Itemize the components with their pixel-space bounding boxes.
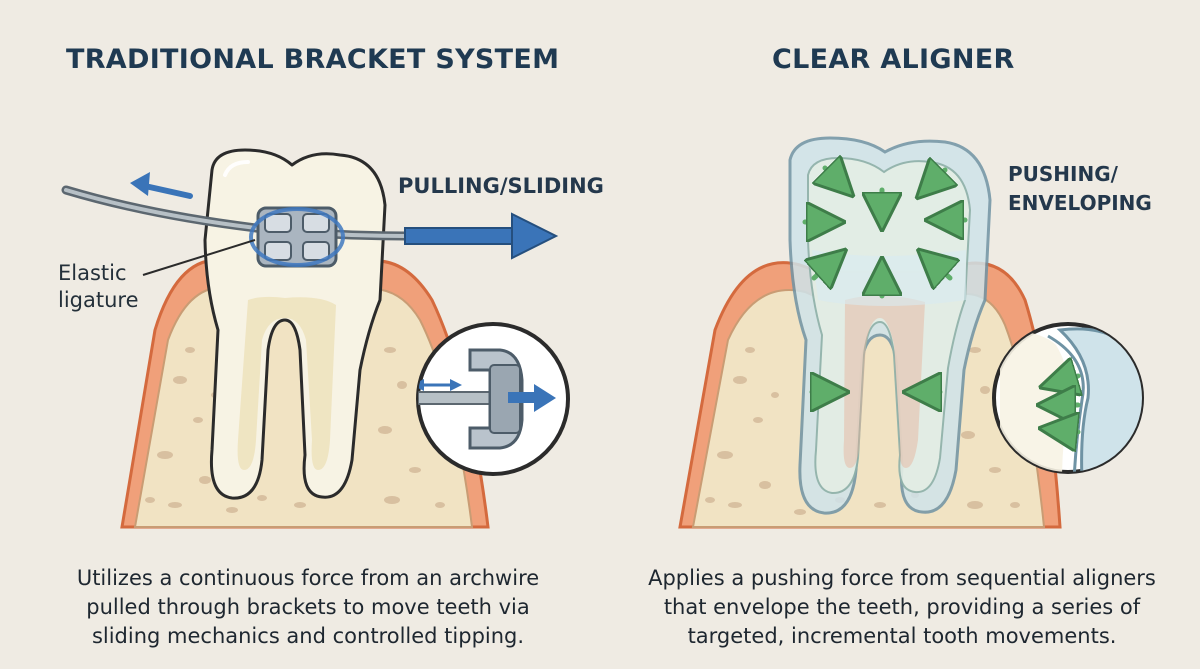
aligner-description-line-3: targeted, incremental tooth movements. — [687, 624, 1117, 648]
elastic-ligature-label: Elastic ligature — [58, 260, 139, 314]
magnifier-inset-icon — [416, 322, 570, 476]
aligner-description: Applies a pushing force from sequential … — [622, 564, 1182, 651]
elastic-label-line-2: ligature — [58, 288, 139, 312]
bracket-diagram — [61, 148, 570, 529]
pulp-canal — [237, 296, 336, 470]
elastic-callout-line — [142, 239, 256, 276]
bracket-description-line-1: Utilizes a continuous force from an arch… — [76, 566, 540, 590]
pushing-enveloping-label: PUSHING/ ENVELOPING — [1008, 160, 1152, 218]
elastic-label-line-1: Elastic — [58, 261, 127, 285]
bracket-description: Utilizes a continuous force from an arch… — [28, 564, 588, 651]
push-label-line-2: ENVELOPING — [1008, 191, 1152, 215]
bone-texture-right — [705, 347, 1020, 515]
bracket-description-line-2: pulled through brackets to move teeth vi… — [86, 595, 530, 619]
aligner-diagram — [678, 136, 1144, 529]
aligner-description-line-1: Applies a pushing force from sequential … — [648, 566, 1156, 590]
push-label-line-1: PUSHING/ — [1008, 162, 1118, 186]
aligner-arrow-icon — [802, 168, 968, 392]
elastic-ligature — [249, 207, 345, 267]
pulling-force-arrow-icon — [404, 212, 559, 260]
bracket-description-line-3: sliding mechanics and controlled tipping… — [91, 624, 525, 648]
wire-arrow-icon — [130, 172, 193, 199]
clear-aligner-title: CLEAR ALIGNER — [772, 44, 1015, 75]
bracket-icon — [249, 206, 345, 268]
pulling-sliding-label: PULLING/SLIDING — [398, 174, 604, 198]
traditional-bracket-title: TRADITIONAL BRACKET SYSTEM — [66, 44, 560, 75]
aligner-description-line-2: that envelope the teeth, providing a ser… — [663, 595, 1141, 619]
